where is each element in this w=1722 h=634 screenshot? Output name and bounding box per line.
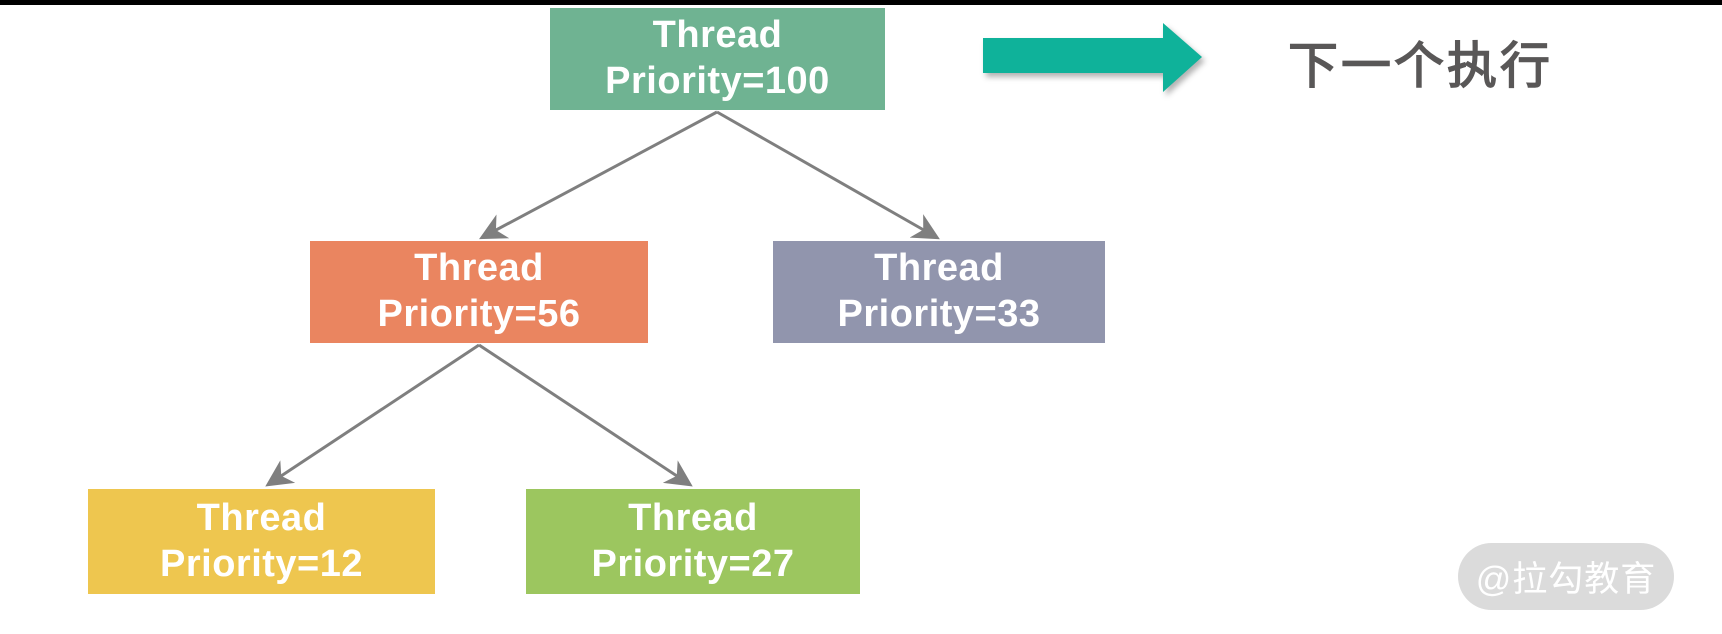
edge-p56-to-p12 [265,343,480,487]
thread-node-priority-56: Thread Priority=56 [310,241,648,343]
thread-node-priority-12: Thread Priority=12 [88,489,435,594]
thread-node-title: Thread [414,247,544,290]
thread-node-priority: Priority=27 [591,542,795,585]
top-border-bar [0,0,1722,5]
next-execution-arrow-icon [983,23,1202,92]
watermark-badge: @拉勾教育 [1458,543,1674,610]
thread-node-title: Thread [628,496,758,539]
thread-node-priority: Priority=12 [160,542,363,585]
watermark-text: @拉勾教育 [1475,560,1657,599]
edge-root-to-p33 [716,110,940,240]
edge-root-to-p56 [479,110,718,240]
thread-node-title: Thread [196,496,327,539]
thread-node-priority-27: Thread Priority=27 [526,489,860,594]
thread-node-priority: Priority=100 [605,60,830,102]
thread-node-priority: Priority=33 [837,293,1041,335]
thread-node-title: Thread [652,14,783,57]
legend-next-execution-label: 下一个执行 [1288,38,1553,94]
thread-node-priority: Priority=56 [377,293,581,335]
thread-node-priority-33: Thread Priority=33 [773,241,1105,343]
thread-node-title: Thread [874,247,1004,290]
thread-node-priority-100: Thread Priority=100 [550,8,885,110]
edge-p56-to-p27 [478,343,693,487]
